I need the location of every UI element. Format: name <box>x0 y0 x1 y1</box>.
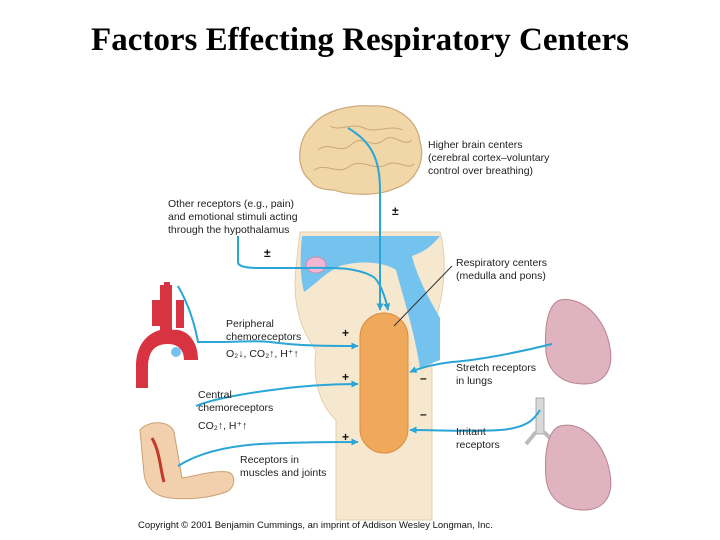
label-line: Peripheral <box>226 318 274 330</box>
arrow-peripheral <box>177 285 359 350</box>
slide-title: Factors Effecting Respiratory Centers <box>91 22 629 58</box>
label-line: Higher brain centers <box>428 139 523 151</box>
lung-illustration-upper <box>545 299 612 385</box>
label-line: through the hypothalamus <box>168 224 289 236</box>
label-muscles: Receptors in muscles and joints <box>240 454 326 479</box>
leader-respiratory-centers <box>393 265 453 327</box>
label-line: (medulla and pons) <box>456 270 546 282</box>
artery-illustration <box>136 282 198 388</box>
label-line: (cerebral cortex–voluntary <box>428 152 550 164</box>
hypothalamus <box>305 256 327 274</box>
label-line: chemoreceptors <box>226 331 301 343</box>
label-line: Irritant <box>456 426 486 438</box>
arrow-hypothalamus <box>237 236 391 311</box>
arrow-irritant <box>409 409 541 434</box>
label-formula: O₂↓, CO₂↑, H⁺↑ <box>226 348 299 360</box>
sign-other-receptors: ± <box>264 246 271 260</box>
arrow-stretch <box>409 343 553 373</box>
label-line: in lungs <box>456 375 492 387</box>
label-stretch: Stretch receptors in lungs <box>456 362 536 387</box>
label-line: Stretch receptors <box>456 362 536 374</box>
label-line: control over breathing) <box>428 165 533 177</box>
label-line: muscles and joints <box>240 467 326 479</box>
label-line: Receptors in <box>240 454 299 466</box>
brain-illustration <box>299 105 423 195</box>
respiratory-center-shape <box>359 312 409 454</box>
arrow-central <box>195 380 359 407</box>
label-irritant: Irritant receptors <box>456 426 500 451</box>
lung-illustration-lower <box>524 397 612 511</box>
label-line: receptors <box>456 439 500 451</box>
label-central: Central chemoreceptors CO₂↑, H⁺↑ <box>198 389 273 432</box>
label-higher-brain: Higher brain centers (cerebral cortex–vo… <box>428 139 550 177</box>
label-respiratory-centers: Respiratory centers (medulla and pons) <box>456 257 547 282</box>
label-line: chemoreceptors <box>198 402 273 414</box>
label-other-receptors: Other receptors (e.g., pain) and emotion… <box>168 198 298 236</box>
label-formula: CO₂↑, H⁺↑ <box>198 420 247 432</box>
label-line: Central <box>198 389 232 401</box>
sign-irritant: – <box>420 407 427 421</box>
sign-peripheral: + <box>342 326 349 340</box>
arrow-muscles <box>177 438 359 467</box>
arm-illustration <box>139 422 235 500</box>
label-line: Respiratory centers <box>456 257 547 269</box>
label-peripheral: Peripheral chemoreceptors O₂↓, CO₂↑, H⁺↑ <box>226 318 301 360</box>
sign-muscles: + <box>342 430 349 444</box>
sign-higher-brain: ± <box>392 204 399 218</box>
copyright-text: Copyright © 2001 Benjamin Cummings, an i… <box>138 520 493 531</box>
label-line: Other receptors (e.g., pain) <box>168 198 294 210</box>
sign-stretch: – <box>420 371 427 385</box>
label-line: and emotional stimuli acting <box>168 211 298 223</box>
ventricle-shape <box>300 236 440 368</box>
arrow-higher-brain <box>347 127 384 311</box>
sign-central: + <box>342 370 349 384</box>
